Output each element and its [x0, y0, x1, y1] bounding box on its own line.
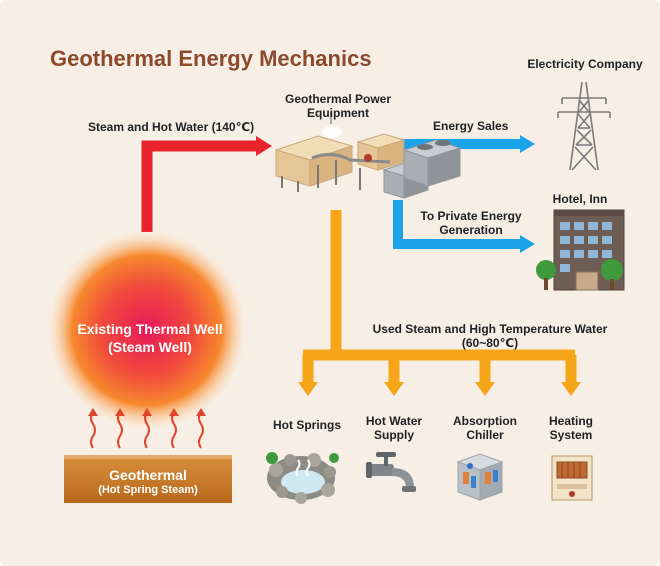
thermal-well-label-line1: Existing Thermal Well	[77, 321, 223, 337]
use-label-heating-system-line2: System	[549, 428, 593, 442]
use-label-absorption-chiller-line1: Absorption	[453, 414, 517, 428]
geothermal-label: Geothermal (Hot Spring Steam)	[64, 467, 232, 497]
use-label-hot-springs: Hot Springs	[262, 418, 352, 432]
page-title: Geothermal Energy Mechanics	[50, 46, 372, 71]
thermal-well-label: Existing Thermal Well (Steam Well)	[60, 320, 240, 356]
hotel-building-icon	[536, 209, 625, 291]
used-steam-label-line2: (60~80℃)	[461, 336, 519, 350]
use-label-heating-system: Heating System	[526, 414, 616, 442]
transmission-tower-icon	[557, 81, 611, 171]
power-equipment-icon	[274, 112, 462, 199]
geothermal-ground-block	[64, 455, 232, 503]
power-equipment-label-line2: Equipment	[307, 106, 369, 120]
use-label-absorption-chiller: Absorption Chiller	[440, 414, 530, 442]
use-label-absorption-chiller-line2: Chiller	[466, 428, 504, 442]
energy-sales-label: Energy Sales	[433, 119, 509, 133]
private-generation-label-line2: Generation	[439, 223, 503, 237]
use-label-heating-system-line1: Heating	[548, 414, 593, 428]
geothermal-label-sub: (Hot Spring Steam)	[98, 484, 198, 496]
faucet-icon	[366, 452, 416, 492]
private-generation-label: To Private Energy Generation	[410, 209, 532, 237]
used-steam-label: Used Steam and High Temperature Water (6…	[350, 322, 630, 350]
private-generation-label-line1: To Private Energy	[420, 209, 522, 223]
red-steam-arrow	[141, 136, 272, 232]
orange-distribution-arrows	[298, 210, 581, 396]
heater-icon	[551, 455, 593, 501]
power-equipment-label-line1: Geothermal Power	[284, 92, 392, 106]
use-label-hot-springs-line1: Hot Springs	[273, 418, 341, 432]
thermal-well-glow	[47, 230, 247, 430]
use-label-hot-water-supply-line1: Hot Water	[365, 414, 423, 428]
steam-hot-water-label: Steam and Hot Water (140℃)	[88, 120, 255, 134]
heat-rising-icons	[88, 408, 206, 449]
power-equipment-label: Geothermal Power Equipment	[270, 92, 406, 120]
thermal-well-label-line2: (Steam Well)	[108, 339, 192, 355]
chiller-icon	[456, 453, 504, 501]
electricity-company-label: Electricity Company	[527, 57, 643, 71]
hotel-inn-label: Hotel, Inn	[552, 192, 608, 206]
blue-private-generation-arrow	[393, 200, 535, 253]
used-steam-label-line1: Used Steam and High Temperature Water	[372, 322, 608, 336]
hot-spring-icon	[266, 452, 339, 504]
geothermal-label-main: Geothermal	[109, 467, 187, 483]
blue-energy-sales-arrow	[400, 135, 535, 153]
use-label-hot-water-supply-line2: Supply	[373, 428, 414, 442]
use-label-hot-water-supply: Hot Water Supply	[349, 414, 439, 442]
